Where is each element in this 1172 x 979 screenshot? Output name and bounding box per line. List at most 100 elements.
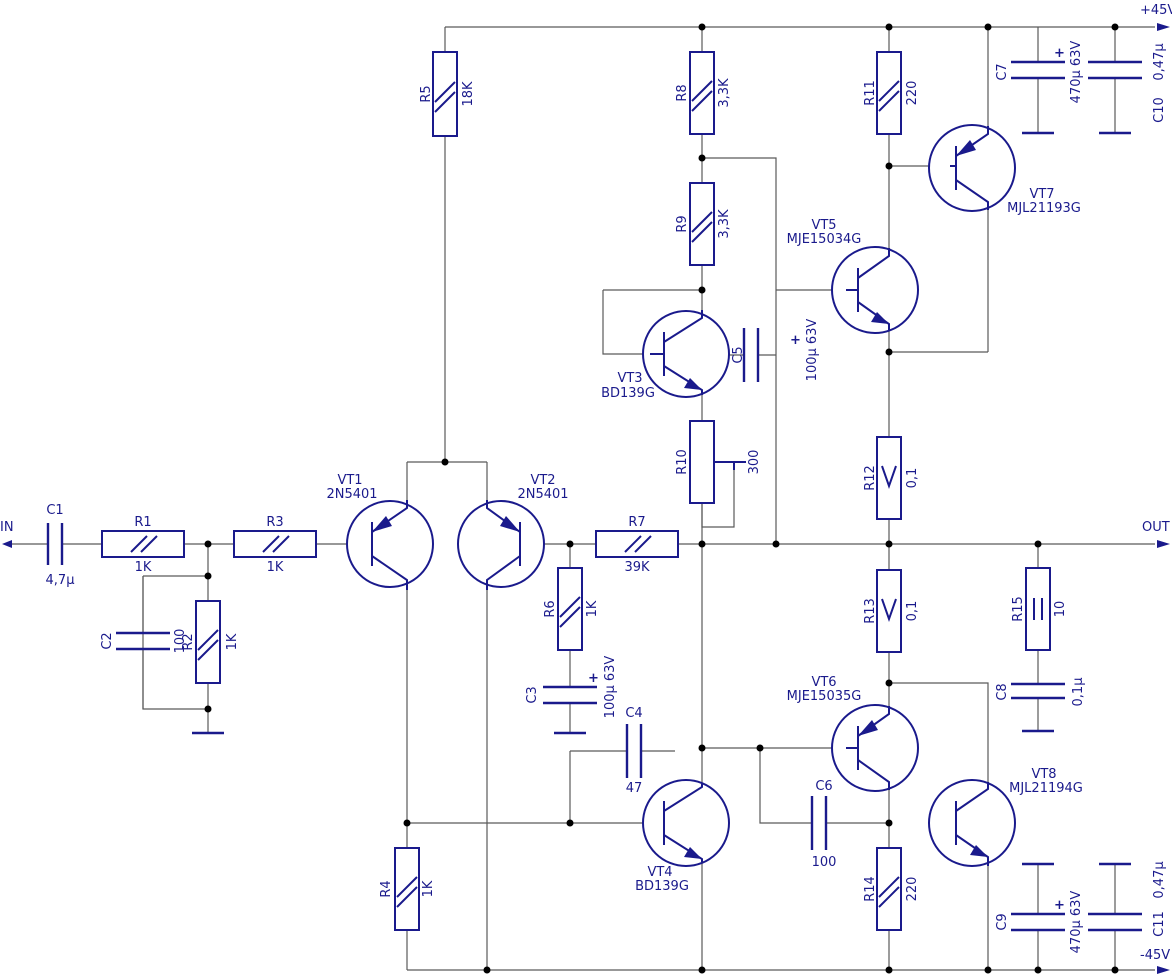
c10-ref: C10 xyxy=(1152,97,1167,123)
wires xyxy=(8,26,1155,971)
c2-ref: C2 xyxy=(100,632,115,649)
resistor-r11: R11 220 xyxy=(863,51,920,135)
c5-plus: + xyxy=(790,333,801,348)
vt6-ref: VT6 xyxy=(811,675,836,690)
capacitor-c8: C8 0,1µ xyxy=(995,678,1086,707)
resistor-r9: R9 3,3K xyxy=(675,182,732,266)
resistor-r2: R2 1K xyxy=(181,600,240,684)
transistor-vt5: VT5 MJE15034G xyxy=(787,218,919,334)
transistor-vt8: VT8 MJL21194G xyxy=(928,767,1083,867)
transistor-vt1: VT1 2N5401 xyxy=(326,473,434,590)
capacitor-c3: + C3 100µ 63V xyxy=(525,656,618,719)
r14-ref: R14 xyxy=(863,876,878,902)
resistor-r5: R5 18K xyxy=(419,51,476,137)
c8-value: 0,1µ xyxy=(1071,678,1086,707)
r7-ref: R7 xyxy=(628,515,645,530)
c3-value: 100µ 63V xyxy=(603,656,618,719)
resistor-r3: R3 1K xyxy=(233,515,317,575)
resistor-r7: R7 39K xyxy=(595,515,679,575)
c9-value: 470µ 63V xyxy=(1069,891,1084,954)
resistor-r1: R1 1K xyxy=(101,515,185,575)
c7-value: 470µ 63V xyxy=(1069,41,1084,104)
vt6-value: MJE15035G xyxy=(787,689,862,704)
r12-value: 0,1 xyxy=(905,468,920,489)
negative-rail-label: -45V xyxy=(1140,948,1170,963)
r10-ref: R10 xyxy=(675,449,690,475)
input-port-label: IN xyxy=(0,520,14,535)
capacitor-c7: + C7 470µ 63V xyxy=(995,41,1084,104)
c4-value: 47 xyxy=(626,781,643,796)
c5-ref: C5 xyxy=(731,346,746,363)
c7-plus: + xyxy=(1054,46,1065,61)
vt2-value: 2N5401 xyxy=(517,487,568,502)
r10-value: 300 xyxy=(747,450,762,475)
r5-ref: R5 xyxy=(419,85,434,102)
vt4-ref: VT4 xyxy=(647,865,672,880)
vt8-value: MJL21194G xyxy=(1009,781,1083,796)
resistor-r15: R15 10 xyxy=(1011,567,1068,651)
vt1-value: 2N5401 xyxy=(326,487,377,502)
c6-ref: C6 xyxy=(815,779,832,794)
vt8-ref: VT8 xyxy=(1031,767,1056,782)
r13-value: 0,1 xyxy=(905,601,920,622)
c11-value: 0,47µ xyxy=(1152,861,1167,898)
r8-value: 3,3K xyxy=(717,78,732,108)
c5-value: 100µ 63V xyxy=(805,319,820,382)
r3-ref: R3 xyxy=(266,515,283,530)
c11-ref: C11 xyxy=(1152,911,1167,937)
transistor-vt2: VT2 2N5401 xyxy=(457,473,569,590)
r8-ref: R8 xyxy=(675,84,690,101)
r4-value: 1K xyxy=(421,880,436,897)
c9-plus: + xyxy=(1054,898,1065,913)
capacitor-c4: C4 47 xyxy=(625,706,642,796)
r6-ref: R6 xyxy=(543,600,558,617)
resistor-r14: R14 220 xyxy=(863,847,920,931)
r9-ref: R9 xyxy=(675,215,690,232)
transistor-vt7: VT7 MJL21193G xyxy=(928,124,1081,216)
r1-value: 1K xyxy=(135,560,152,575)
resistor-r13: R13 0,1 xyxy=(863,569,920,653)
c10-value: 0,47µ xyxy=(1152,43,1167,80)
r12-ref: R12 xyxy=(863,465,878,491)
vt5-value: MJE15034G xyxy=(787,232,862,247)
c2-value: 100 xyxy=(173,629,188,654)
r2-value: 1K xyxy=(225,633,240,650)
vt3-value: BD139G xyxy=(601,386,655,401)
vt1-ref: VT1 xyxy=(337,473,362,488)
r9-value: 3,3K xyxy=(717,209,732,239)
r3-value: 1K xyxy=(267,560,284,575)
transistor-vt4: VT4 BD139G xyxy=(635,779,730,894)
capacitor-c9: + C9 470µ 63V xyxy=(995,891,1084,954)
r11-ref: R11 xyxy=(863,80,878,106)
transistor-vt3: VT3 BD139G xyxy=(601,310,730,401)
c3-ref: C3 xyxy=(525,686,540,703)
c3-plus: + xyxy=(588,671,599,686)
c6-value: 100 xyxy=(812,855,837,870)
r13-ref: R13 xyxy=(863,598,878,624)
r2-ref: R2 xyxy=(181,633,196,650)
c9-ref: C9 xyxy=(995,913,1010,930)
c1-ref: C1 xyxy=(46,503,63,518)
resistor-r8: R8 3,3K xyxy=(675,51,732,135)
capacitor-c1: C1 4,7µ xyxy=(46,503,75,588)
r11-value: 220 xyxy=(905,81,920,106)
capacitor-c5: + C5 100µ 63V xyxy=(731,319,820,382)
r7-value: 39K xyxy=(624,560,650,575)
resistor-r12: R12 0,1 xyxy=(863,436,920,520)
vt7-ref: VT7 xyxy=(1029,187,1054,202)
c4-ref: C4 xyxy=(625,706,642,721)
trimmer-r10: R10 300 xyxy=(675,420,762,504)
resistor-r4: R4 1K xyxy=(379,847,436,931)
output-port-label: OUT xyxy=(1142,520,1170,535)
vt3-ref: VT3 xyxy=(617,371,642,386)
c8-ref: C8 xyxy=(995,683,1010,700)
capacitor-c2: C2 100 xyxy=(100,629,188,654)
c7-ref: C7 xyxy=(995,63,1010,80)
vt4-value: BD139G xyxy=(635,879,689,894)
resistor-r6: R6 1K xyxy=(543,567,600,651)
r15-value: 10 xyxy=(1053,601,1068,618)
vt2-ref: VT2 xyxy=(530,473,555,488)
ground-symbols xyxy=(192,131,1131,866)
vt7-value: MJL21193G xyxy=(1007,201,1081,216)
